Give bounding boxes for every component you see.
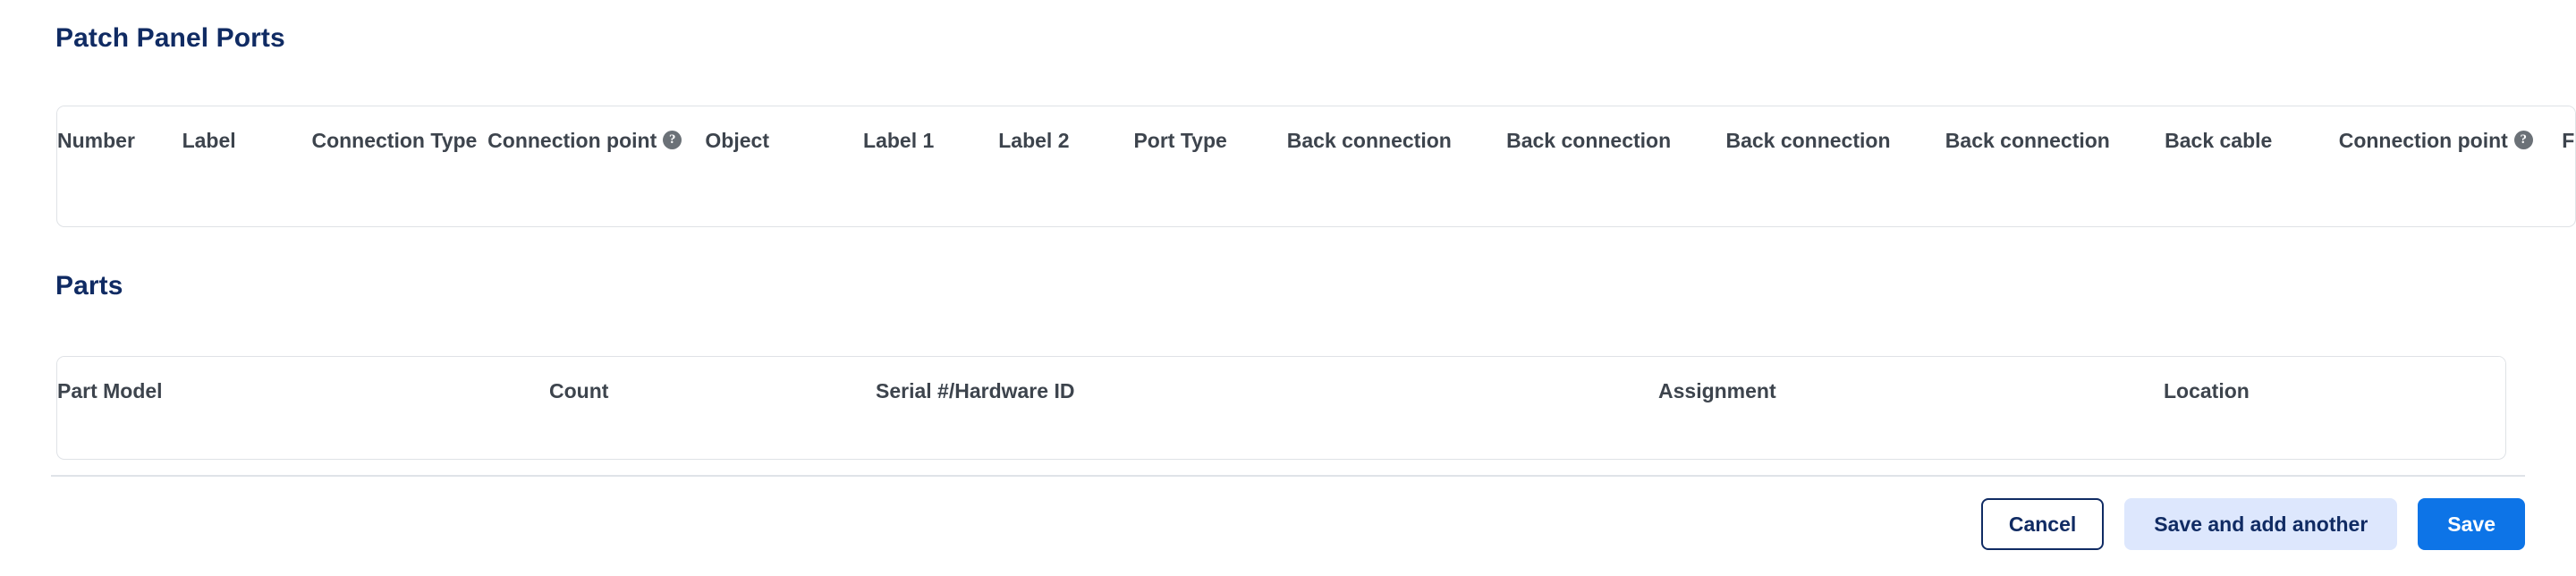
parts-column-label: Serial #/Hardware ID <box>876 379 1658 403</box>
save-and-add-another-button[interactable]: Save and add another <box>2124 498 2398 550</box>
parts-column-header[interactable]: Assignment <box>1658 357 2164 403</box>
patch-panel-ports-column-label: Back connection <box>1286 129 1506 153</box>
patch-panel-ports-column-label: Label 2 <box>998 129 1133 153</box>
patch-panel-ports-column-label: Back connection <box>1506 129 1725 153</box>
parts-column-label: Count <box>549 379 876 403</box>
patch-panel-ports-column-label-text: Connection point <box>487 129 657 152</box>
patch-panel-ports-column-header[interactable]: Object <box>705 106 864 153</box>
patch-panel-ports-column-label: Object <box>705 129 863 153</box>
patch-panel-ports-column-header[interactable]: Connection point? <box>2338 106 2563 153</box>
parts-column-header[interactable]: Location <box>2164 357 2505 403</box>
parts-table-card: Part Model Count Serial #/Hardware ID Assig… <box>56 356 2506 460</box>
patch-panel-ports-column-label-text: Connection Type <box>311 129 478 152</box>
patch-panel-ports-column-label: Label <box>182 129 312 153</box>
patch-panel-ports-column-header[interactable]: Connection Type <box>311 106 488 153</box>
patch-panel-ports-column-label-text: Back cable <box>2165 129 2273 152</box>
patch-panel-ports-column-label: Port Type <box>1133 129 1286 153</box>
parts-table-head: Part Model Count Serial #/Hardware ID Assig… <box>57 357 2505 403</box>
parts-header-row: Part Model Count Serial #/Hardware ID Assig… <box>57 357 2505 403</box>
patch-panel-ports-column-header[interactable]: Port Type <box>1133 106 1287 153</box>
patch-panel-ports-column-label-text: Back connection <box>1286 129 1452 152</box>
patch-panel-ports-column-label-text: Object <box>705 129 769 152</box>
parts-table-body <box>57 403 2505 459</box>
parts-column-header[interactable]: Serial #/Hardware ID <box>876 357 1658 403</box>
parts-table-scroll[interactable]: Part Model Count Serial #/Hardware ID Assig… <box>57 357 2505 459</box>
cancel-button[interactable]: Cancel <box>1980 498 2105 550</box>
patch-panel-ports-column-header[interactable]: Back connection <box>1725 106 1945 153</box>
help-icon[interactable]: ? <box>2513 131 2533 150</box>
patch-panel-ports-table: Number Label Connection Type Connection poi… <box>57 106 2575 226</box>
parts-column-label: Assignment <box>1658 379 2164 403</box>
patch-panel-ports-column-label: Connection point? <box>2338 129 2563 153</box>
parts-column-label-text: Location <box>2164 379 2250 402</box>
parts-column-label: Location <box>2164 379 2505 403</box>
parts-table: Part Model Count Serial #/Hardware ID Assig… <box>57 357 2505 459</box>
save-button[interactable]: Save <box>2418 498 2525 550</box>
parts-column-header[interactable]: Count <box>549 357 876 403</box>
patch-panel-ports-column-label: Label 1 <box>863 129 998 153</box>
parts-column-header[interactable]: Part Model <box>57 357 549 403</box>
patch-panel-ports-column-label-text: Port Type <box>1133 129 1227 152</box>
patch-panel-ports-column-header[interactable]: Label <box>182 106 312 153</box>
parts-column-label-text: Part Model <box>57 379 163 402</box>
form-divider <box>51 475 2525 477</box>
patch-panel-ports-column-label-text: Back connection <box>1725 129 1891 152</box>
parts-column-label-text: Count <box>549 379 609 402</box>
patch-panel-ports-column-label-text: Connection point <box>2338 129 2508 152</box>
patch-panel-ports-column-header[interactable]: Back connection <box>1506 106 1726 153</box>
form-actions: Cancel Save and add another Save <box>1980 498 2525 550</box>
patch-panel-ports-column-label-text: Label 1 <box>863 129 935 152</box>
patch-panel-ports-column-label-text: Back connection <box>1945 129 2110 152</box>
patch-panel-ports-column-label-text: Label 2 <box>998 129 1070 152</box>
patch-panel-ports-column-header[interactable]: Number <box>57 106 182 153</box>
patch-panel-ports-header-row: Number Label Connection Type Connection poi… <box>57 106 2575 153</box>
patch-panel-ports-table-head: Number Label Connection Type Connection poi… <box>57 106 2575 153</box>
patch-panel-ports-column-header[interactable]: Label 1 <box>863 106 999 153</box>
parts-column-label-text: Serial #/Hardware ID <box>876 379 1075 402</box>
patch-panel-ports-column-label: Back cable <box>2165 129 2339 153</box>
patch-panel-ports-column-header[interactable]: Back cable <box>2165 106 2339 153</box>
patch-panel-ports-column-header[interactable]: Back connection <box>1945 106 2165 153</box>
patch-panel-ports-column-header[interactable]: Connection point? <box>487 106 706 153</box>
patch-panel-ports-column-label: Back connection <box>1945 129 2165 153</box>
patch-panel-ports-column-header[interactable]: Back connection <box>1286 106 1507 153</box>
help-icon[interactable]: ? <box>663 131 682 150</box>
patch-panel-ports-column-label: Back connection <box>1725 129 1945 153</box>
patch-panel-ports-column-label-text: Full Path <box>2562 129 2575 152</box>
patch-panel-ports-table-scroll[interactable]: Number Label Connection Type Connection poi… <box>57 106 2575 226</box>
patch-panel-ports-section-title: Patch Panel Ports <box>55 23 285 53</box>
parts-column-label: Part Model <box>57 379 549 403</box>
patch-panel-ports-column-label-text: Back connection <box>1506 129 1672 152</box>
patch-panel-ports-column-header[interactable]: Label 2 <box>998 106 1134 153</box>
patch-panel-ports-column-label: Number <box>57 129 182 153</box>
patch-panel-ports-column-label-text: Label <box>182 129 236 152</box>
patch-panel-ports-column-label: Full Path <box>2562 129 2575 153</box>
patch-panel-ports-table-body <box>57 153 2575 226</box>
patch-panel-ports-column-label-text: Number <box>57 129 135 152</box>
patch-panel-ports-column-label: Connection Type <box>311 129 487 153</box>
parts-column-label-text: Assignment <box>1658 379 1776 402</box>
parts-section-title: Parts <box>55 271 123 301</box>
patch-panel-ports-column-label: Connection point? <box>487 129 705 153</box>
patch-panel-ports-column-header[interactable]: Full Path <box>2562 106 2575 153</box>
patch-panel-ports-table-card: Number Label Connection Type Connection poi… <box>56 106 2576 227</box>
